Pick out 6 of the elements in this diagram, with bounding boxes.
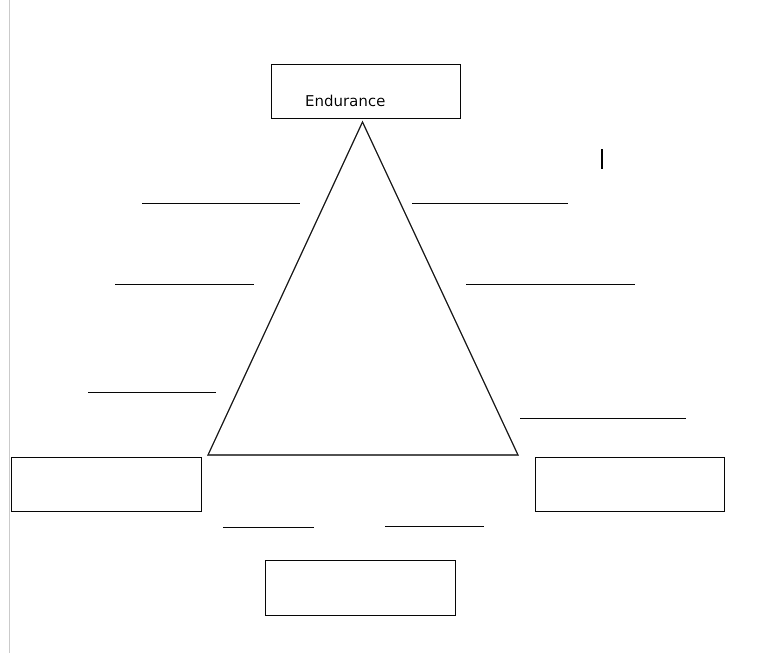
triangle-outline bbox=[207, 121, 519, 456]
box-label: Endurance bbox=[305, 94, 386, 109]
empty-box bbox=[265, 560, 456, 616]
empty-box bbox=[535, 457, 725, 512]
text-box bbox=[271, 64, 461, 119]
empty-box bbox=[11, 457, 202, 512]
